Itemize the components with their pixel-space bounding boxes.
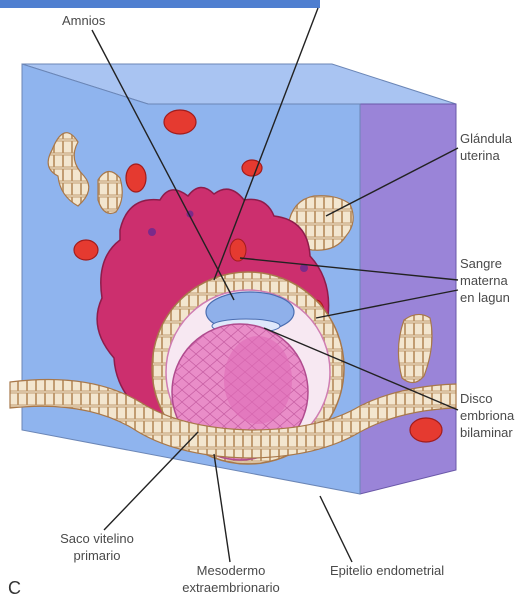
label-mesodermo: Mesodermo extraembrionario	[176, 562, 286, 596]
label-amnios: Amnios	[62, 12, 105, 29]
label-line: extraembrionario	[176, 579, 286, 596]
label-line: Sangre	[460, 255, 510, 272]
tissue-block-side	[360, 104, 456, 494]
panel-letter: C	[8, 580, 21, 597]
gland	[98, 171, 122, 213]
label-sangre-materna: Sangre materna en lagun	[460, 255, 510, 306]
label-saco-vitelino: Saco vitelino primario	[42, 530, 152, 564]
trophoblast-spot	[148, 228, 156, 236]
header-bar	[0, 0, 320, 8]
blood-vessel	[410, 418, 442, 442]
label-epitelio-endometrial: Epitelio endometrial	[330, 562, 444, 579]
blood-vessel	[126, 164, 146, 192]
blood-vessel	[74, 240, 98, 260]
label-line: en lagun	[460, 289, 510, 306]
label-line: Disco	[460, 390, 514, 407]
label-glandula-uterina: Glándula uterina	[460, 130, 512, 164]
label-line: uterina	[460, 147, 512, 164]
leader-epitelio	[320, 496, 352, 562]
yolk-sac-opening	[224, 336, 292, 424]
label-line: primario	[42, 547, 152, 564]
label-line: materna	[460, 272, 510, 289]
label-line: embriona	[460, 407, 514, 424]
label-line: Mesodermo	[176, 562, 286, 579]
blood-vessel	[164, 110, 196, 134]
label-line: bilaminar	[460, 424, 514, 441]
label-disco-embrionario: Disco embriona bilaminar	[460, 390, 514, 441]
label-line: Glándula	[460, 130, 512, 147]
leader-meso	[214, 454, 230, 562]
label-line: Saco vitelino	[42, 530, 152, 547]
